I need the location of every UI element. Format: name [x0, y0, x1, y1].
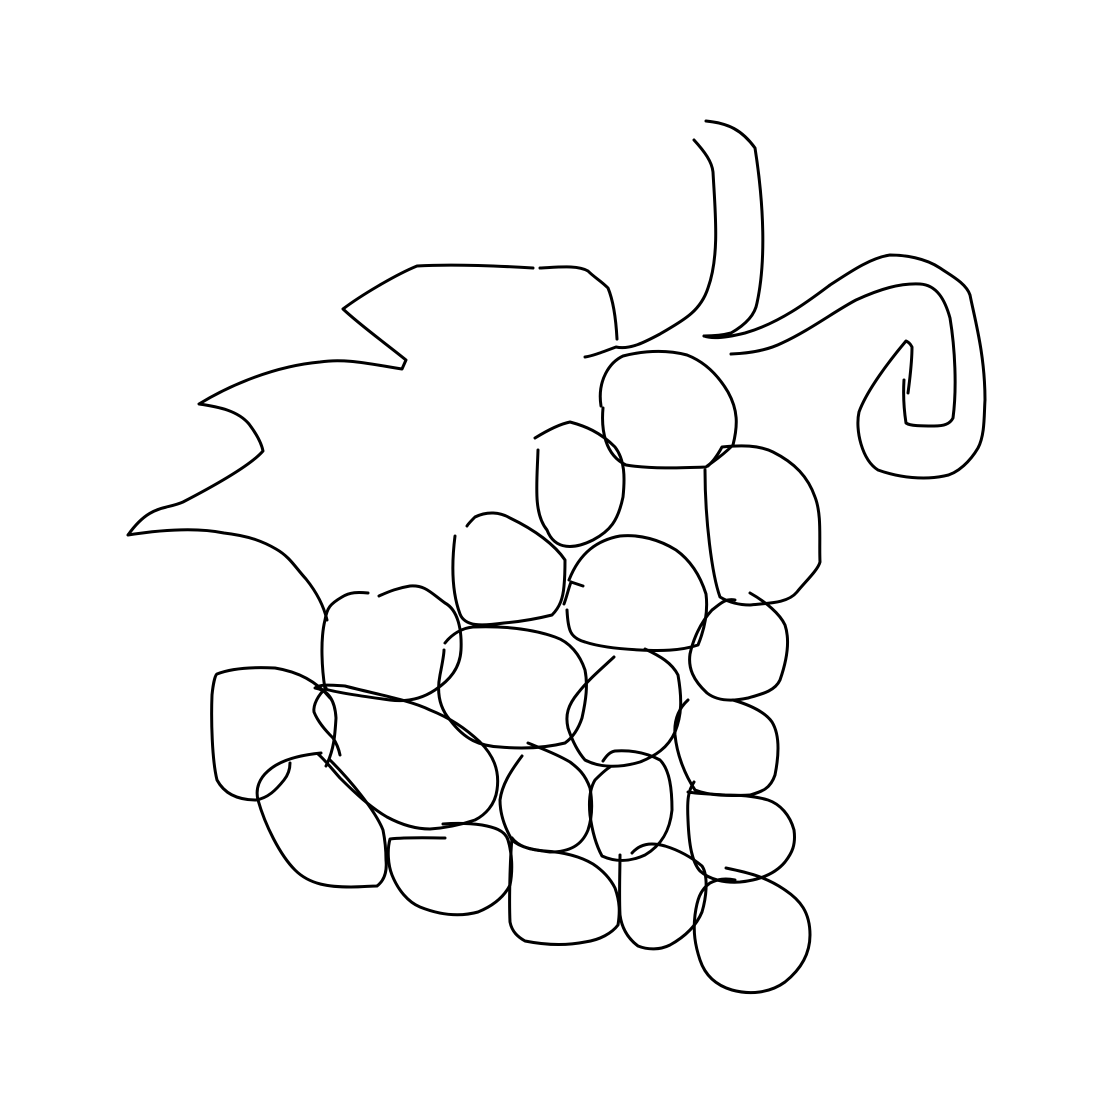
- grape: [692, 866, 812, 995]
- grape: [313, 683, 500, 831]
- grape: [618, 842, 708, 951]
- grape: [673, 698, 780, 797]
- grape: [386, 821, 514, 917]
- grape: [588, 749, 674, 862]
- grape: [312, 686, 342, 757]
- grape: [686, 780, 796, 884]
- grape: [451, 511, 567, 627]
- grape: [703, 444, 822, 607]
- grape: [508, 836, 621, 946]
- stem: [583, 119, 765, 359]
- leaf: [126, 263, 619, 622]
- tendril: [702, 253, 987, 480]
- grape-cluster: [210, 349, 822, 995]
- grape: [688, 591, 789, 702]
- grape: [498, 741, 594, 854]
- grape: [533, 420, 626, 548]
- grape: [598, 349, 738, 470]
- grape: [210, 666, 332, 802]
- grape: [437, 625, 588, 750]
- grape: [255, 751, 388, 889]
- grape: [569, 580, 585, 588]
- grape: [562, 534, 709, 652]
